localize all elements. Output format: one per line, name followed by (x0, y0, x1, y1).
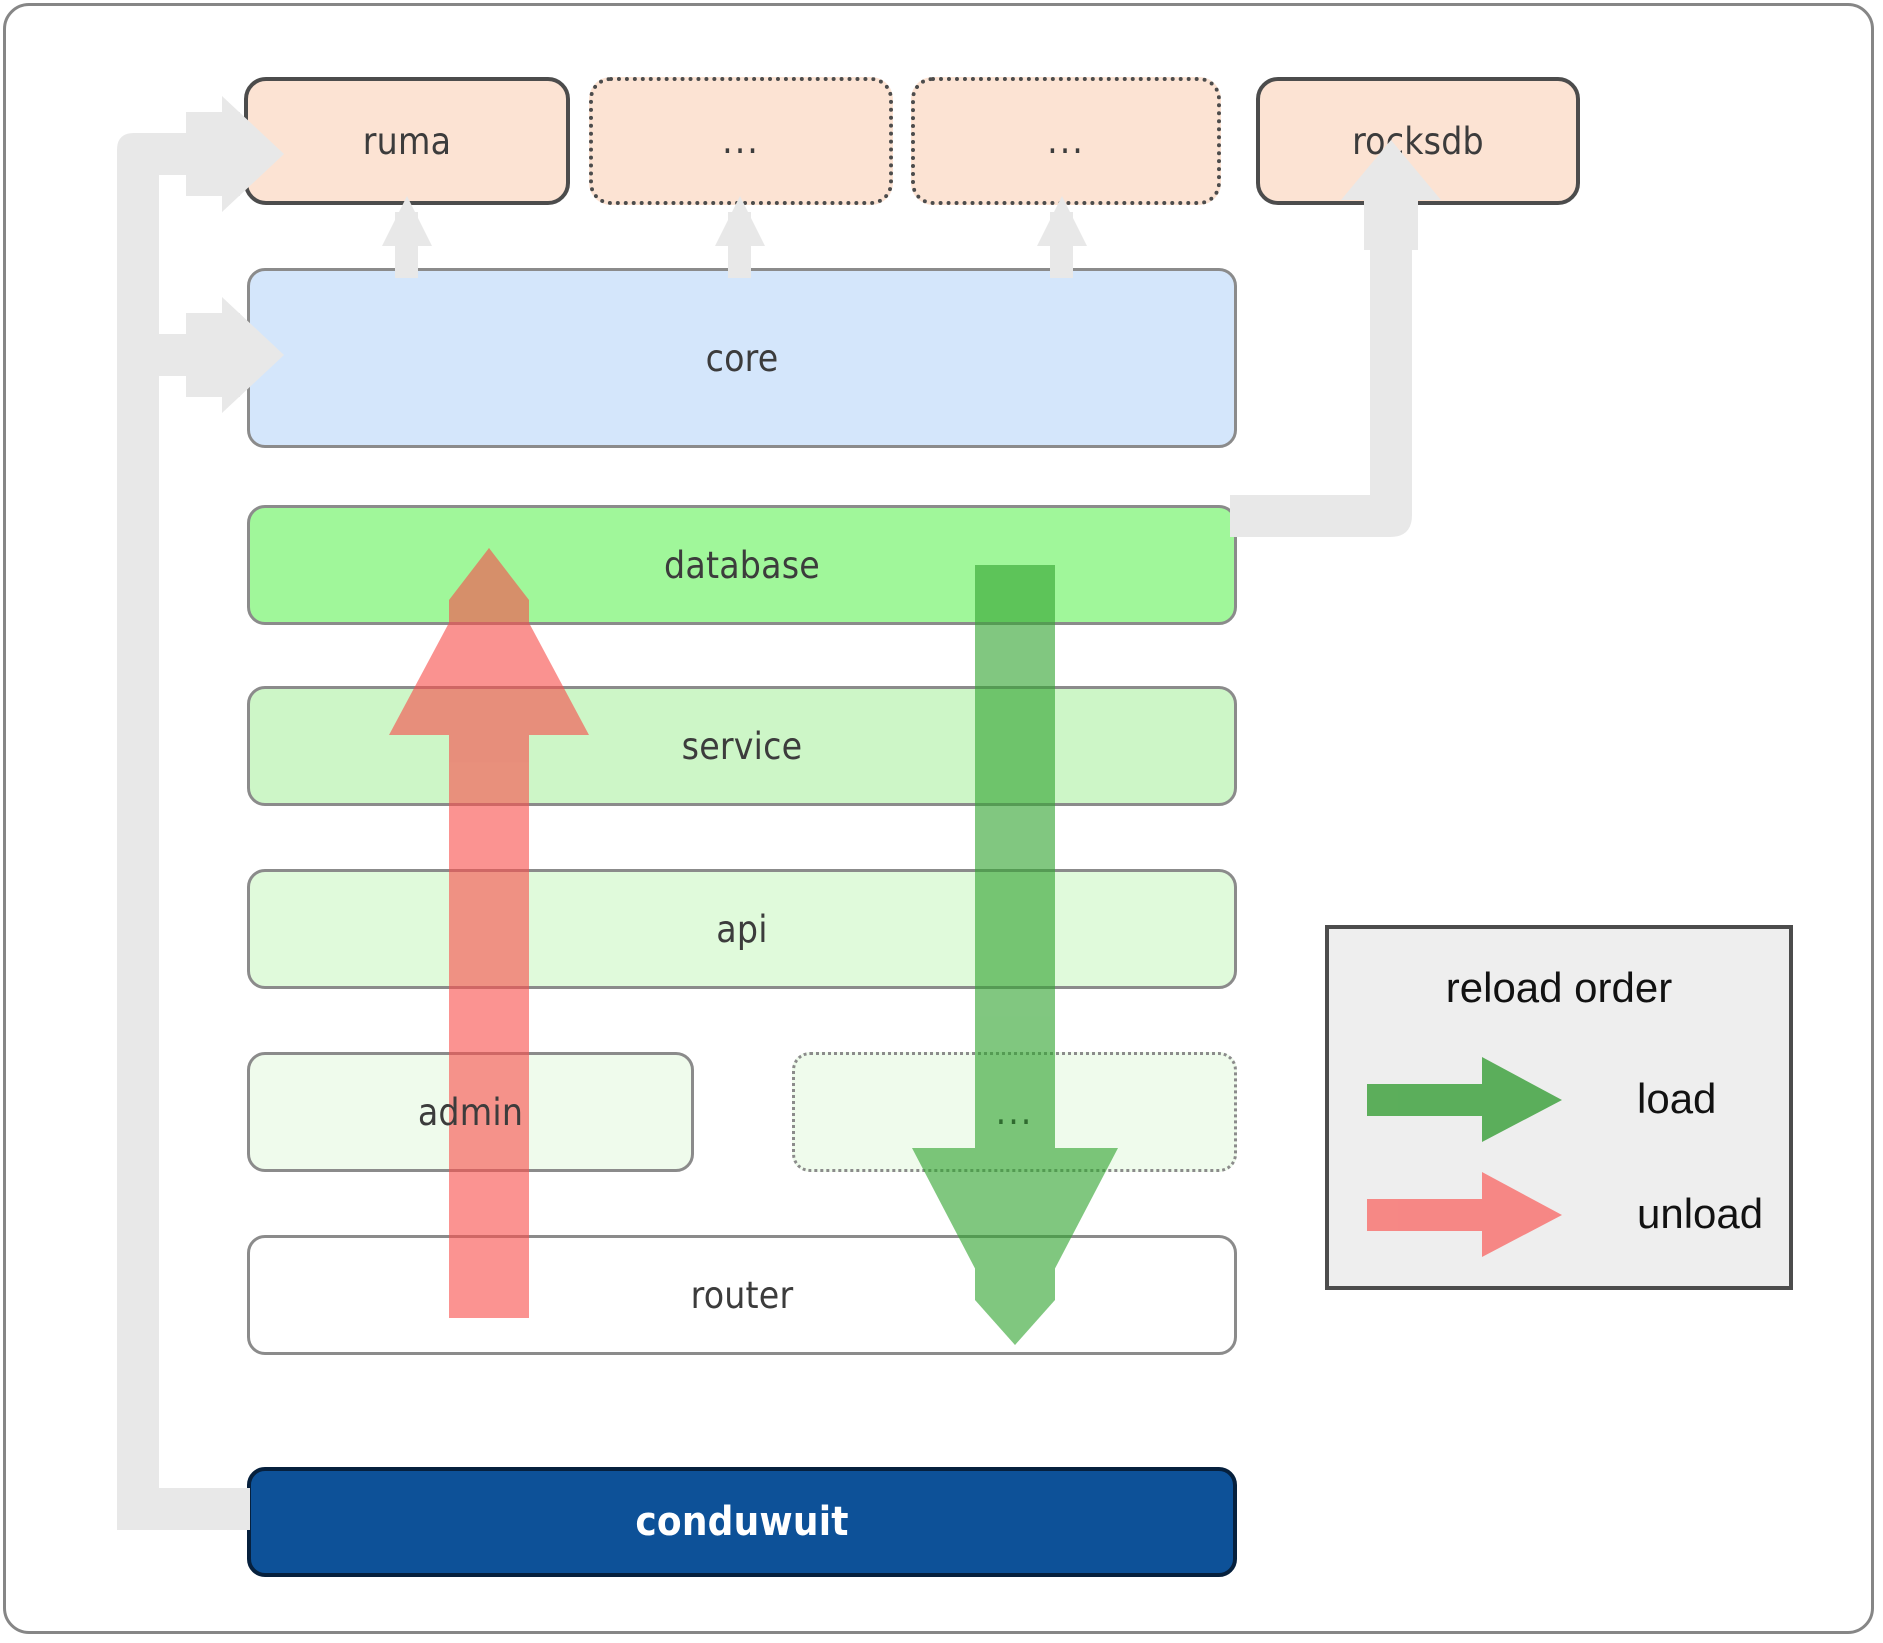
diagram-frame (3, 3, 1874, 1634)
dependency-label-placeholder-b: ... (1047, 118, 1085, 162)
layer-box-database[interactable] (247, 505, 1237, 625)
legend-box: reload order load unload (1325, 925, 1793, 1290)
layer-box-more[interactable] (792, 1052, 1237, 1172)
dependency-box-ruma[interactable]: ruma (244, 77, 570, 205)
dependency-label-ruma: ruma (362, 119, 452, 163)
core-label: core (705, 336, 779, 380)
layer-box-service[interactable] (247, 686, 1237, 806)
load-arrow-icon (1367, 1057, 1562, 1142)
layer-box-api[interactable] (247, 869, 1237, 989)
legend-label-load: load (1637, 1075, 1717, 1122)
dependency-label-rocksdb: rocksdb (1352, 119, 1484, 163)
dependency-label-placeholder-a: ... (722, 118, 760, 162)
dependency-box-placeholder-b[interactable]: ... (911, 77, 1221, 205)
binary-label: conduwuit (635, 1499, 849, 1545)
dependency-box-placeholder-a[interactable]: ... (589, 77, 893, 205)
layer-box-router[interactable] (247, 1235, 1237, 1355)
core-box[interactable]: core (247, 268, 1237, 448)
legend-title: reload order (1445, 964, 1673, 1011)
layer-box-admin[interactable] (247, 1052, 694, 1172)
legend-row-load: load (1329, 1054, 1789, 1144)
legend-row-unload: unload (1329, 1169, 1789, 1259)
legend-label-unload: unload (1637, 1190, 1764, 1237)
binary-box-conduwuit[interactable]: conduwuit (247, 1467, 1237, 1577)
dependency-box-rocksdb[interactable]: rocksdb (1256, 77, 1580, 205)
unload-arrow-icon (1367, 1172, 1562, 1257)
